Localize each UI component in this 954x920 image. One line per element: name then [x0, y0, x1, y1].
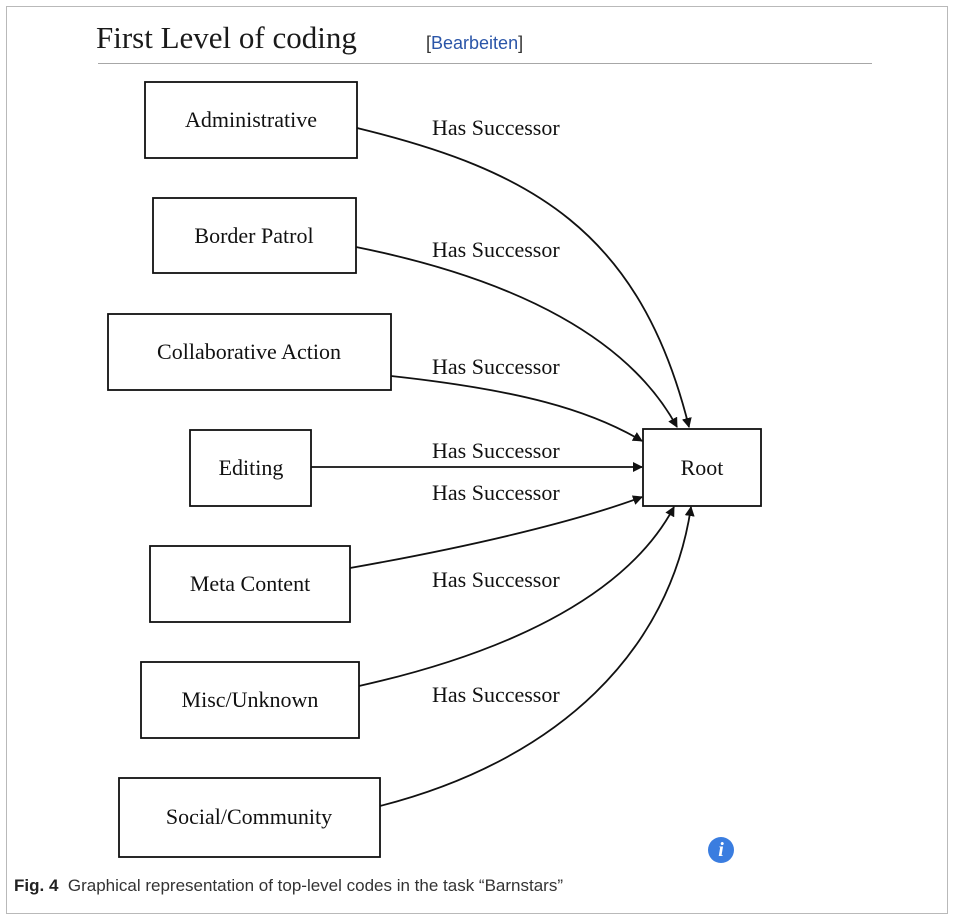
edit-bracket-open: [ [426, 33, 432, 53]
edge-social-community-root [379, 506, 695, 807]
node-editing-box [189, 429, 312, 507]
edge-label-editing: Has Successor [432, 438, 560, 463]
node-border-patrol-box [152, 197, 357, 274]
figure-label: Fig. 4 [14, 876, 59, 895]
node-editing-label: Editing [219, 455, 284, 480]
edge-meta-content-root [349, 495, 643, 569]
node-administrative-box [144, 81, 358, 159]
section-heading: First Level of coding [96, 20, 357, 55]
edge-label-collaborative-action: Has Successor [432, 354, 560, 379]
edge-label-border-patrol: Has Successor [432, 237, 560, 262]
edge-collaborative-action-root [390, 375, 643, 442]
edge-label-misc-unknown: Has Successor [432, 567, 560, 592]
node-root-label: Root [681, 455, 724, 480]
node-misc-unknown-label: Misc/Unknown [182, 687, 319, 712]
edge-label-social-community: Has Successor [432, 682, 560, 707]
node-meta-content-label: Meta Content [190, 571, 310, 596]
edge-label-meta-content: Has Successor [432, 480, 560, 505]
code-hierarchy-diagram: Administrative Border Patrol Collaborati… [107, 81, 762, 858]
node-collaborative-action-label: Collaborative Action [157, 339, 341, 364]
info-icon[interactable]: i [708, 837, 734, 863]
edit-bracket-close: ] [518, 33, 524, 53]
figure-caption-text: Graphical representation of top-level co… [67, 876, 563, 895]
node-border-patrol-label: Border Patrol [194, 223, 313, 248]
heading-divider [98, 63, 872, 64]
edit-link[interactable]: Bearbeiten [431, 33, 519, 53]
node-root-box [642, 428, 762, 507]
node-misc-unknown-box [140, 661, 360, 739]
edge-misc-unknown-root [358, 506, 675, 687]
node-administrative-label: Administrative [185, 107, 317, 132]
edge-border-patrol-root [355, 246, 678, 428]
node-meta-content-box [149, 545, 351, 623]
node-social-community-label: Social/Community [166, 804, 332, 829]
node-collaborative-action-box [107, 313, 392, 391]
node-social-community-box [118, 777, 381, 858]
edit-section: [Bearbeiten] [426, 33, 523, 54]
edge-administrative-root [356, 127, 692, 428]
figure-caption: Fig. 4 Graphical representation of top-l… [14, 876, 563, 896]
edge-label-administrative: Has Successor [432, 115, 560, 140]
